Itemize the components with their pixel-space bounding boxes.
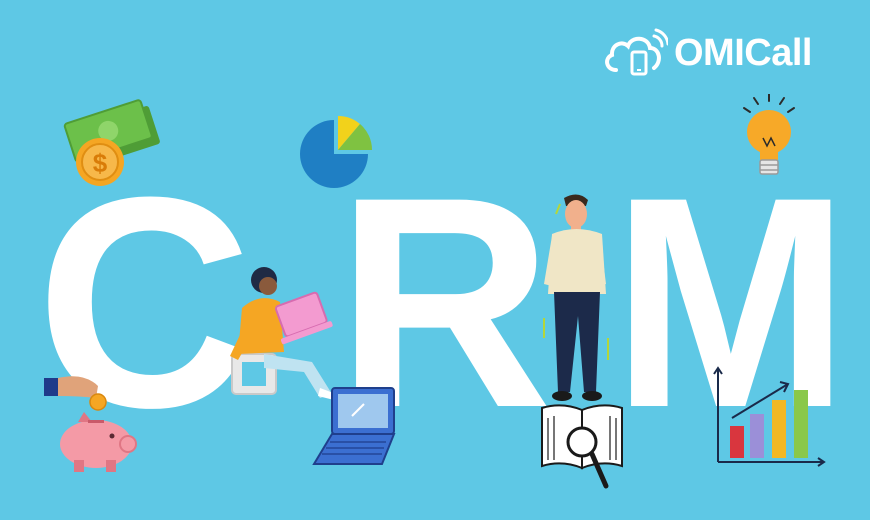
money-bills-icon: $ — [63, 99, 160, 186]
book-magnifier-icon — [541, 404, 623, 489]
standing-man-illustration — [543, 194, 609, 401]
omicall-logo[interactable]: OMICall — [602, 28, 812, 78]
svg-text:$: $ — [93, 148, 108, 178]
brand-name: OMICall — [674, 31, 812, 74]
growth-bar-chart-icon — [713, 366, 826, 467]
crm-letter-c: C — [36, 134, 253, 470]
piggy-bank-icon — [44, 376, 137, 472]
pie-chart-icon — [300, 115, 373, 188]
crm-letter-m: M — [612, 134, 850, 470]
laptop-icon — [312, 387, 396, 465]
woman-with-laptop-illustration — [230, 267, 336, 400]
light-bulb-icon — [743, 94, 795, 175]
cloud-phone-icon — [605, 28, 668, 76]
